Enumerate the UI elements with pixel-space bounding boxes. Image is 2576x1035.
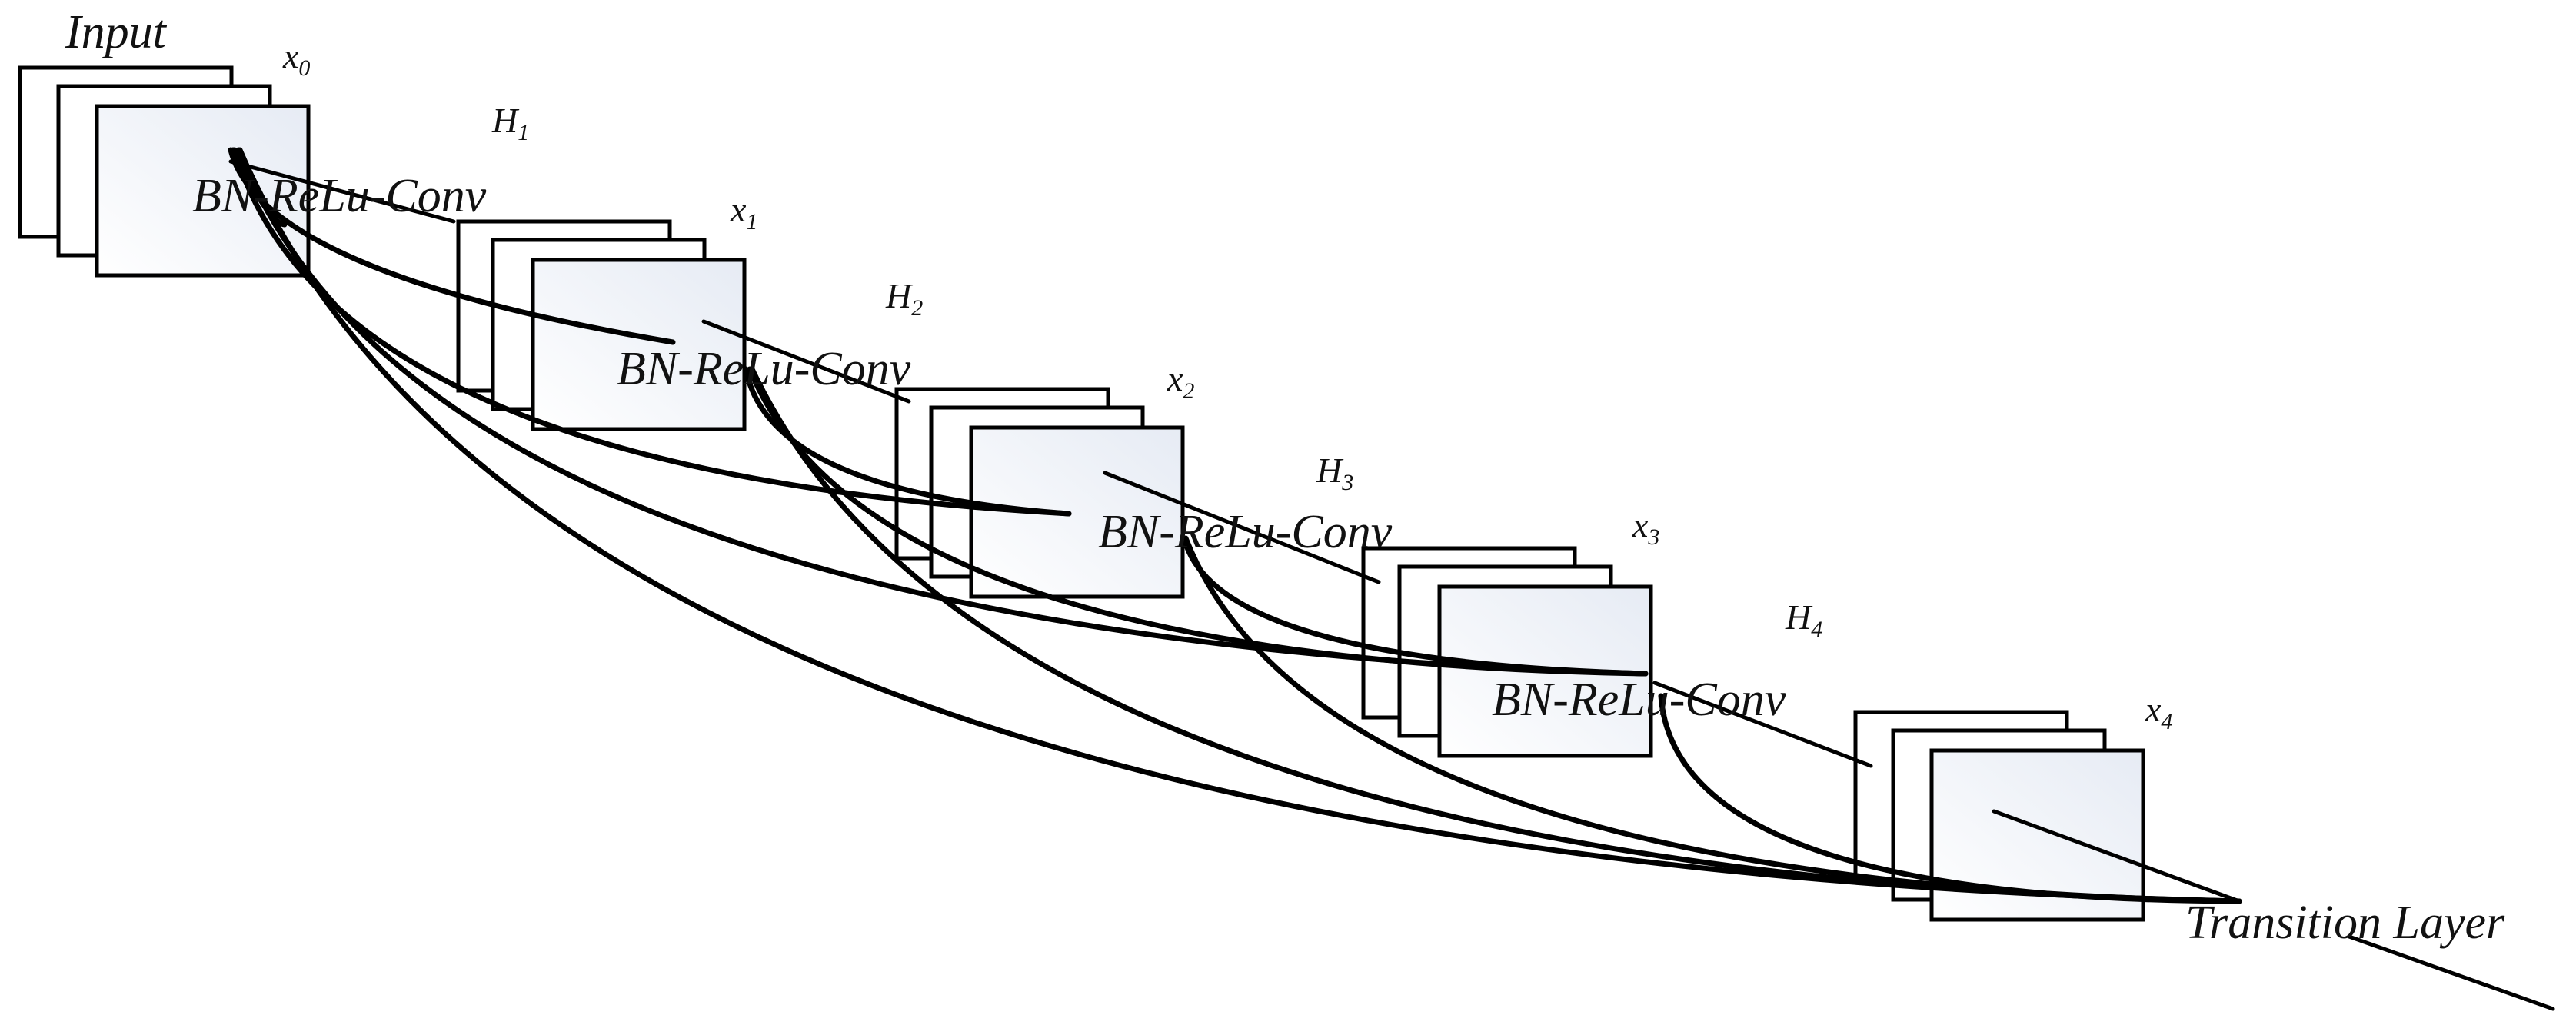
h1-label: H1 (491, 101, 529, 145)
feature-map-stack-x3 (1361, 546, 1653, 758)
composite-function-lines (228, 159, 2555, 1011)
x0-label: x0 (282, 36, 310, 81)
dense-connections (228, 147, 2242, 904)
transition-layer-label: Transition Layer (2185, 897, 2505, 949)
op-label-3: BN-ReLu-Conv (1098, 506, 1393, 558)
h3-label: H3 (1316, 451, 1353, 495)
op-label-1: BN-ReLu-Conv (192, 170, 487, 222)
feature-map-stack-x4 (1853, 710, 2145, 922)
h4-label: H4 (1785, 597, 1822, 642)
x2-label: x2 (1167, 359, 1194, 404)
op-label-4: BN-ReLu-Conv (1492, 674, 1786, 726)
x1-label: x1 (730, 190, 757, 235)
h2-label: H2 (885, 276, 923, 321)
input-label: Input (65, 6, 168, 58)
x3-label: x3 (1632, 505, 1659, 550)
op-label-2: BN-ReLu-Conv (617, 343, 911, 395)
x4-label: x4 (2145, 690, 2172, 734)
feature-map-stack-x1 (456, 219, 747, 431)
feature-map-stack-x2 (894, 387, 1185, 599)
feature-map-stack-x0 (18, 65, 311, 278)
